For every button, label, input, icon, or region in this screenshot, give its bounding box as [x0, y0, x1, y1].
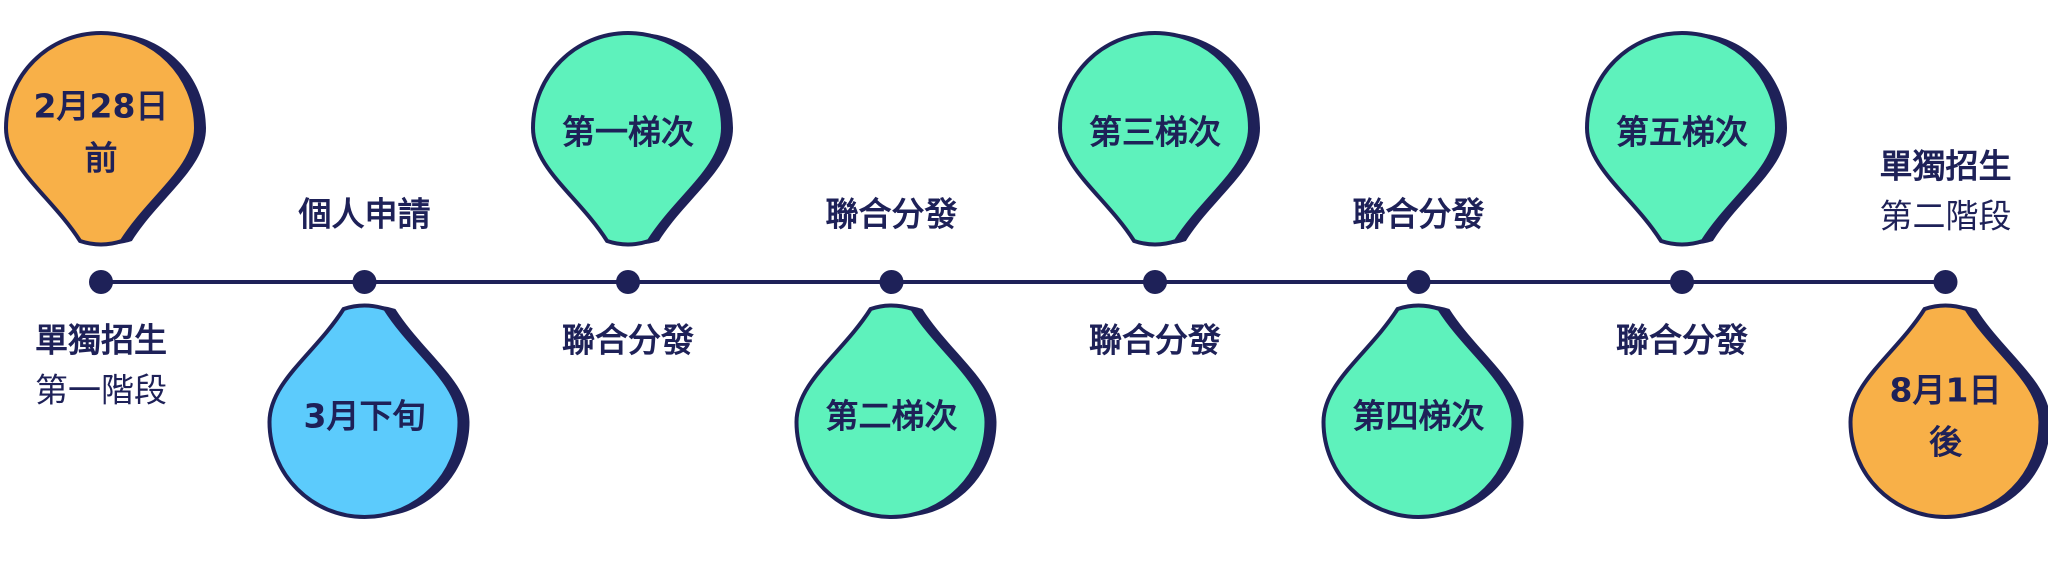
timeline-node-m3 [616, 270, 640, 294]
bubble-text: 3月下旬 [304, 397, 426, 436]
bubble-body [267, 303, 462, 520]
bubble-text: 第四梯次 [1353, 397, 1485, 436]
milestone-title: 聯合分發 [562, 321, 694, 360]
bubble-body [794, 303, 989, 520]
milestone-title: 聯合分發 [1353, 195, 1485, 234]
bubble-body [1321, 303, 1516, 520]
timeline-node-m8 [1933, 270, 1958, 294]
milestone-title: 單獨招生 [35, 321, 167, 360]
milestone-subtitle: 第一階段 [35, 371, 167, 410]
bubble-m6: 第四梯次 [1321, 303, 1524, 520]
bubble-body [3, 30, 199, 247]
bubble-text: 第一梯次 [562, 113, 694, 152]
bubble-text: 第三梯次 [1089, 113, 1221, 152]
bubble-text: 第二梯次 [826, 397, 958, 436]
label-m3: 聯合分發 [562, 321, 694, 360]
bubble-body [1848, 303, 2043, 520]
bubble-text: 2月28日 [34, 87, 169, 126]
bubble-m3: 第一梯次 [530, 30, 733, 247]
timeline-node-m2 [352, 270, 377, 294]
bubble-body [1584, 30, 1780, 247]
bubble-m7: 第五梯次 [1584, 30, 1787, 247]
node-layer [89, 270, 1958, 294]
milestone-title: 單獨招生 [1880, 147, 2012, 186]
bubble-m2: 3月下旬 [267, 303, 470, 520]
label-m4: 聯合分發 [826, 195, 958, 234]
milestone-title: 聯合分發 [1089, 321, 1221, 360]
milestone-title: 個人申請 [298, 195, 431, 234]
bubble-body [1057, 30, 1253, 247]
bubble-m5: 第三梯次 [1057, 30, 1260, 247]
bubble-text: 第五梯次 [1616, 113, 1748, 152]
label-m2: 個人申請 [298, 195, 431, 234]
label-m7: 聯合分發 [1616, 321, 1748, 360]
label-m5: 聯合分發 [1089, 321, 1221, 360]
milestone-title: 聯合分發 [1616, 321, 1748, 360]
bubble-body [530, 30, 726, 247]
bubble-text: 8月1日 [1890, 371, 2002, 410]
milestone-title: 聯合分發 [826, 195, 958, 234]
timeline-node-m6 [1406, 270, 1431, 294]
timeline-node-m1 [89, 270, 113, 294]
timeline-node-m7 [1670, 270, 1694, 294]
milestone-subtitle: 第二階段 [1880, 197, 2012, 236]
bubble-text: 後 [1929, 423, 1963, 462]
bubble-m4: 第二梯次 [794, 303, 997, 520]
timeline-node-m4 [879, 270, 904, 294]
label-m6: 聯合分發 [1353, 195, 1485, 234]
bubble-text: 前 [85, 139, 118, 178]
timeline-node-m5 [1143, 270, 1167, 294]
